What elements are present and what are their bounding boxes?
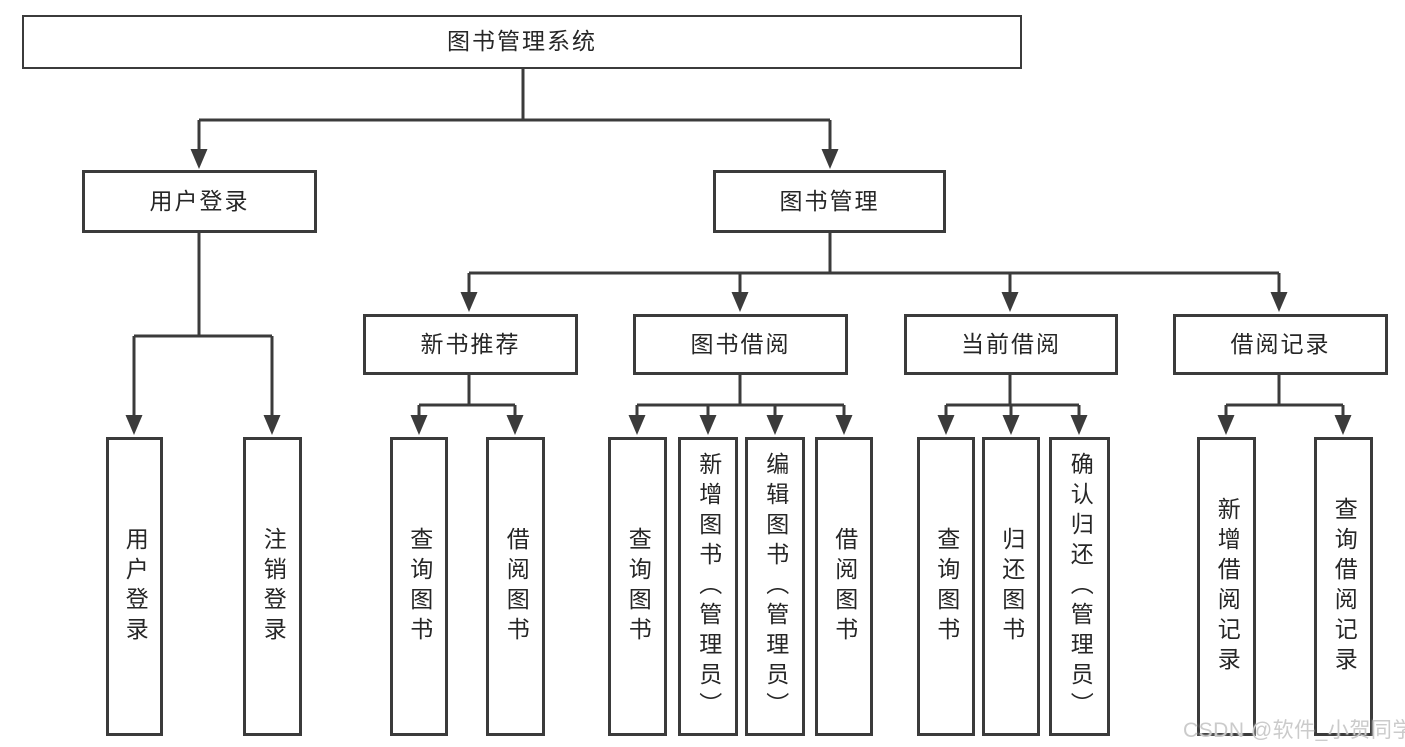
arrowhead-icon xyxy=(506,415,524,435)
edge-root-to-level2 xyxy=(197,68,832,152)
node-leaf-cb-query-book-label: 查询图书 xyxy=(933,526,960,647)
node-leaf-bb-add-book-admin-label: 新增图书（管理员） xyxy=(695,451,722,722)
arrowhead-icon xyxy=(1001,292,1019,312)
arrowhead-icon xyxy=(263,415,281,435)
arrowhead-icon xyxy=(410,415,428,435)
node-leaf-br-add-record: 新增借阅记录 xyxy=(1197,437,1256,736)
arrowhead-icon xyxy=(699,415,717,435)
node-borrowing-records: 借阅记录 xyxy=(1173,314,1388,375)
node-leaf-user-login-label: 用户登录 xyxy=(122,526,149,647)
node-leaf-nbr-query-book-label: 查询图书 xyxy=(406,526,433,647)
node-root: 图书管理系统 xyxy=(22,15,1022,69)
node-leaf-cb-confirm-return-admin-label: 确认归还（管理员） xyxy=(1067,451,1094,722)
node-leaf-bb-query-book: 查询图书 xyxy=(608,437,667,736)
edge-user-login-children xyxy=(132,233,274,418)
node-leaf-logout: 注销登录 xyxy=(243,437,302,736)
arrowhead-icon xyxy=(1002,415,1020,435)
edge-borrowing-records-children xyxy=(1224,375,1345,419)
node-leaf-br-add-record-label: 新增借阅记录 xyxy=(1214,496,1241,677)
node-leaf-bb-edit-book-admin: 编辑图书（管理员） xyxy=(745,437,805,736)
node-user-login: 用户登录 xyxy=(82,170,317,233)
node-leaf-bb-edit-book-admin-label: 编辑图书（管理员） xyxy=(762,451,789,722)
arrowhead-icon xyxy=(1270,292,1288,312)
node-leaf-user-login: 用户登录 xyxy=(106,437,163,736)
arrowhead-icon xyxy=(731,292,749,312)
node-leaf-bb-add-book-admin: 新增图书（管理员） xyxy=(678,437,738,736)
arrowhead-icon xyxy=(821,149,839,169)
node-root-label: 图书管理系统 xyxy=(447,28,597,55)
node-leaf-nbr-borrow-book: 借阅图书 xyxy=(486,437,545,736)
node-leaf-br-query-record-label: 查询借阅记录 xyxy=(1331,496,1358,677)
arrowhead-icon xyxy=(1070,415,1088,435)
node-book-borrowing: 图书借阅 xyxy=(633,314,848,375)
node-leaf-cb-confirm-return-admin: 确认归还（管理员） xyxy=(1049,437,1110,736)
node-current-borrowing-label: 当前借阅 xyxy=(961,330,1061,357)
node-leaf-logout-label: 注销登录 xyxy=(260,526,287,647)
node-leaf-nbr-borrow-book-label: 借阅图书 xyxy=(503,526,530,647)
edge-book-borrowing-children xyxy=(635,375,846,419)
arrowhead-icon xyxy=(190,149,208,169)
node-user-login-label: 用户登录 xyxy=(149,187,250,214)
node-new-book-recommendation: 新书推荐 xyxy=(363,314,578,375)
arrowhead-icon xyxy=(460,292,478,312)
node-leaf-nbr-query-book: 查询图书 xyxy=(390,437,448,736)
node-leaf-cb-return-book-label: 归还图书 xyxy=(998,526,1025,647)
arrowhead-icon xyxy=(125,415,143,435)
edge-new-book-rec-children xyxy=(417,375,517,419)
edge-book-management-children xyxy=(467,233,1281,295)
arrowhead-icon xyxy=(1217,415,1235,435)
node-book-management-label: 图书管理 xyxy=(779,187,880,214)
arrowhead-icon xyxy=(835,415,853,435)
node-leaf-bb-query-book-label: 查询图书 xyxy=(625,526,652,647)
edge-current-borrowing-children xyxy=(944,375,1081,419)
arrowhead-icon xyxy=(1334,415,1352,435)
node-leaf-bb-borrow-book-label: 借阅图书 xyxy=(831,526,858,647)
arrowhead-icons xyxy=(125,149,1352,435)
node-book-borrowing-label: 图书借阅 xyxy=(690,330,791,357)
node-leaf-bb-borrow-book: 借阅图书 xyxy=(815,437,873,736)
node-leaf-cb-query-book: 查询图书 xyxy=(917,437,975,736)
node-borrowing-records-label: 借阅记录 xyxy=(1230,330,1331,357)
arrowhead-icon xyxy=(766,415,784,435)
node-leaf-br-query-record: 查询借阅记录 xyxy=(1314,437,1373,736)
arrowhead-icon xyxy=(937,415,955,435)
node-new-book-recommendation-label: 新书推荐 xyxy=(420,330,521,357)
watermark-text: CSDN @软件_小贺同学 xyxy=(1183,719,1405,742)
node-leaf-cb-return-book: 归还图书 xyxy=(982,437,1040,736)
arrowhead-icon xyxy=(628,415,646,435)
node-book-management: 图书管理 xyxy=(713,170,946,233)
node-current-borrowing: 当前借阅 xyxy=(904,314,1118,375)
